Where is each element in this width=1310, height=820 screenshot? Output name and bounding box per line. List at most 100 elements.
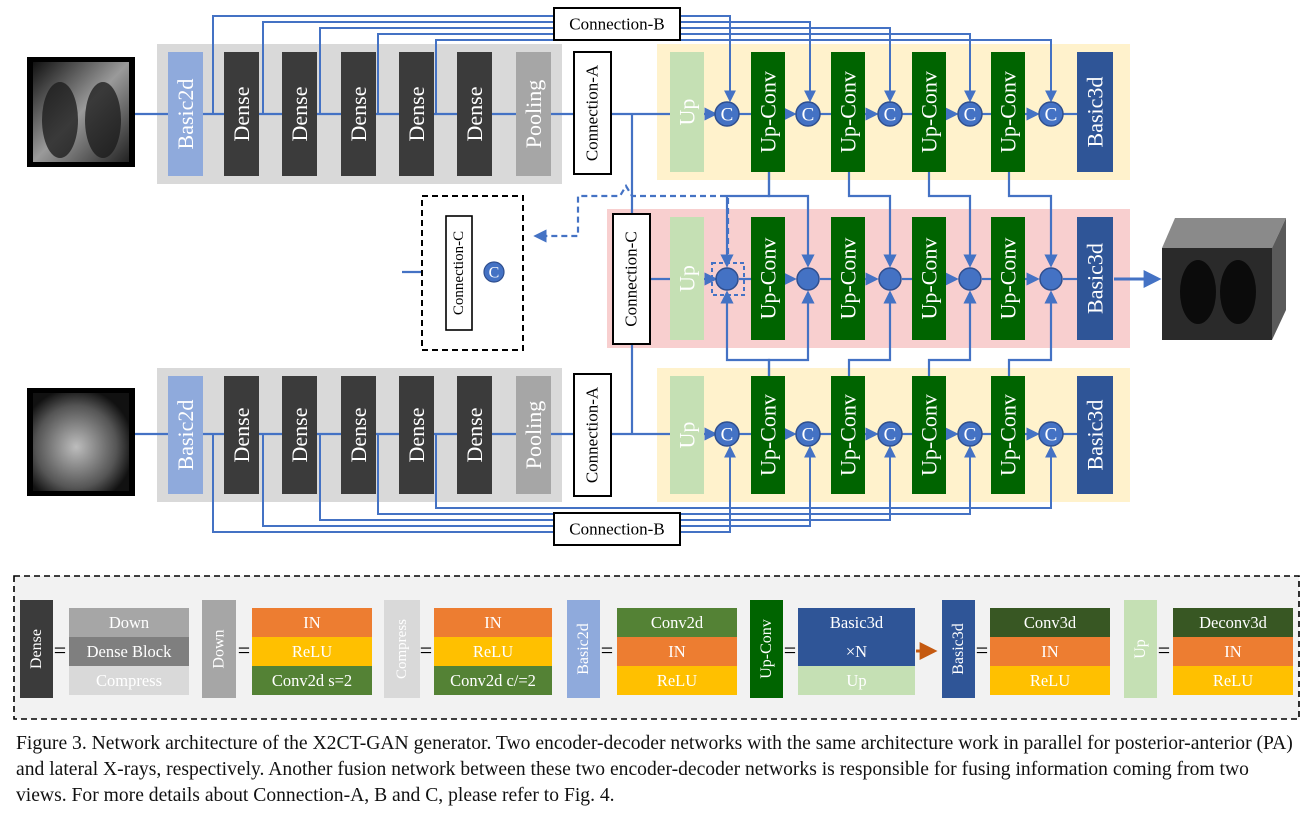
legend-dense-row-0-text: Down [109, 613, 149, 632]
upconv-block-top-3-label: Up-Conv [996, 71, 1021, 153]
legend-basic3d-row-1-text: IN [1041, 642, 1058, 661]
legend-basic3d-row-1 [990, 637, 1110, 666]
ct-volume-lung-right [1220, 260, 1256, 324]
fusion-node-highlight [711, 262, 745, 296]
concat-top-1 [795, 101, 821, 127]
legend-compress-row-2-text: Conv2d c/=2 [450, 671, 536, 690]
connection-b-top-path [212, 15, 736, 114]
legend-down-row-0 [252, 608, 372, 637]
up-block-top-label: Up [675, 99, 700, 126]
ct-volume-lung-left [1180, 260, 1216, 324]
connection-b-top-label: Connection-B [569, 15, 664, 34]
dense-block-1-3-label: Dense [346, 408, 371, 463]
connection-b-bottom-path [262, 434, 816, 527]
pooling-block-0-label: Pooling [521, 80, 546, 148]
dense-block-1-4-label: Dense [404, 408, 429, 463]
connection-b-bottom-label: Connection-B [569, 520, 664, 539]
dense-block-1-5-label: Dense [462, 408, 487, 463]
legend-up-row-0-text: Deconv3d [1199, 613, 1268, 632]
pooling-block-0 [516, 52, 551, 176]
legend-upconv-block-label: Up-Conv [758, 619, 775, 679]
legend-compress-row-0-text: IN [484, 613, 501, 632]
upconv-block-fusion-2 [912, 217, 946, 340]
dense-block-0-3 [341, 52, 376, 176]
basic3d-block-bottom-label: Basic3d [1083, 400, 1108, 471]
up-block-bottom [670, 376, 704, 494]
fusion-feed-top [927, 170, 977, 268]
connection-c-label: Connection-C [622, 231, 641, 326]
legend-basic2d-row-1 [617, 637, 737, 666]
up-block-fusion-label: Up [675, 265, 700, 292]
connection-b-bottom-path [212, 434, 736, 533]
legend-compress-row-1 [434, 637, 552, 666]
concat-bottom-3 [957, 421, 983, 447]
upconv-block-top-1-label: Up-Conv [836, 71, 861, 153]
legend-up-row-2 [1173, 666, 1293, 695]
legend-compress-block [384, 600, 420, 698]
upconv-block-top-1 [831, 52, 865, 172]
connection-a-label-0: Connection-A [583, 64, 602, 161]
legend-eq-basic2d: = [601, 638, 613, 663]
upconv-block-top-0-label: Up-Conv [756, 71, 781, 153]
legend-down-row-0-text: IN [303, 613, 320, 632]
dense-block-0-5-label: Dense [462, 87, 487, 142]
legend-basic3d-block [942, 600, 975, 698]
legend-dense-block-label: Dense [28, 629, 45, 669]
concat-top-1-symbol: C [802, 105, 815, 126]
fusion-feed-top [767, 170, 815, 268]
legend-dense-row-1 [69, 637, 189, 666]
inset-callout-line [533, 183, 730, 264]
basic2d-block-1-label: Basic2d [173, 400, 198, 471]
concat-bottom-1 [795, 421, 821, 447]
dense-block-0-4 [399, 52, 434, 176]
fusion-node-2 [878, 267, 902, 291]
basic3d-block-top-label: Basic3d [1083, 77, 1108, 148]
fusion-node-3 [958, 267, 982, 291]
legend-down-row-1 [252, 637, 372, 666]
concat-bottom-4 [1038, 421, 1064, 447]
concat-top-4 [1038, 101, 1064, 127]
caption-label: Figure 3. [16, 733, 87, 754]
dense-block-0-5 [457, 52, 492, 176]
dense-block-0-1 [224, 52, 259, 176]
connection-a-box-1 [573, 373, 612, 497]
legend-dense-block [20, 600, 53, 698]
basic2d-block-0-label: Basic2d [173, 79, 198, 150]
upconv-block-bottom-2-label: Up-Conv [917, 394, 942, 476]
upconv-block-bottom-3 [991, 376, 1025, 494]
connection-a-label-1: Connection-A [583, 386, 602, 483]
upconv-block-top-0 [751, 52, 785, 172]
up-block-top [670, 52, 704, 172]
concat-top-4-symbol: C [1045, 105, 1058, 126]
concat-bottom-1-symbol: C [802, 425, 815, 446]
legend-upconv-row-1 [798, 637, 915, 666]
connection-c-box [612, 213, 651, 345]
dense-block-1-2-label: Dense [287, 408, 312, 463]
concat-top-0 [714, 101, 740, 127]
concat-bottom-2 [877, 421, 903, 447]
upconv-block-bottom-3-label: Up-Conv [996, 394, 1021, 476]
dense-block-0-2 [282, 52, 317, 176]
legend-dense-row-1-text: Dense Block [87, 642, 173, 661]
basic3d-block-fusion [1077, 217, 1113, 340]
connection-b-bottom-box [553, 512, 681, 546]
legend-basic2d-block-label: Basic2d [575, 623, 592, 675]
figure-caption: Figure 3. Network architecture of the X2… [16, 731, 1302, 809]
legend-basic2d-row-0-text: Conv2d [651, 613, 704, 632]
fusion-node-1 [796, 267, 820, 291]
legend-compress-block-label: Compress [394, 619, 410, 679]
upconv-block-bottom-2 [912, 376, 946, 494]
legend-upconv-row-2-text: Up [846, 671, 866, 690]
dense-block-1-1 [224, 376, 259, 494]
upconv-block-fusion-0-label: Up-Conv [756, 238, 781, 320]
legend-upconv-block [750, 600, 783, 698]
legend-up-row-1 [1173, 637, 1293, 666]
pa-xray-lung-right [85, 82, 121, 158]
inset-concat-symbol: C [489, 265, 500, 282]
inset-connection-c-box [445, 215, 473, 331]
pooling-block-1 [516, 376, 551, 494]
legend-up-block-label: Up [1132, 639, 1149, 659]
concat-bottom-4-symbol: C [1045, 425, 1058, 446]
legend-up-block [1124, 600, 1157, 698]
up-block-fusion [670, 217, 704, 340]
